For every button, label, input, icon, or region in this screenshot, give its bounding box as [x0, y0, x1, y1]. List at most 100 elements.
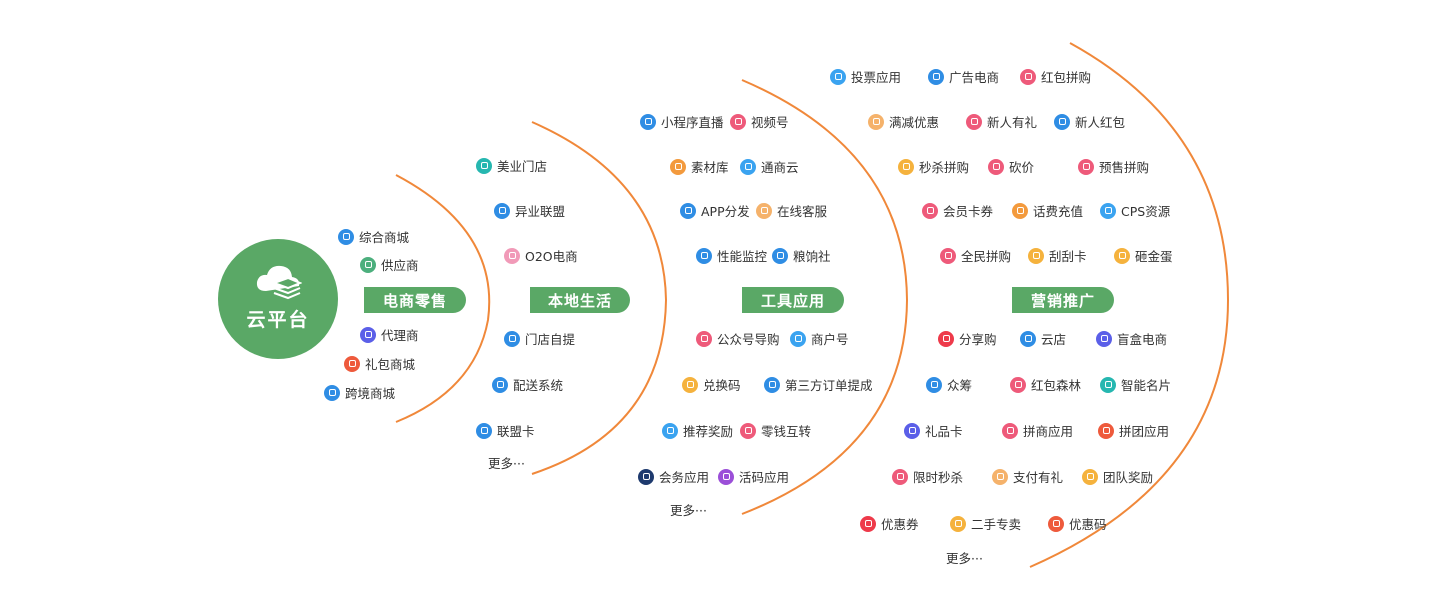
feature-item[interactable]: 分享购 [938, 329, 997, 348]
feature-item[interactable]: 礼包商城 [344, 354, 415, 373]
feature-item[interactable]: 会员卡券 [922, 201, 993, 220]
feature-item[interactable]: 代理商 [360, 325, 419, 344]
feature-item-label: 话费充值 [1033, 204, 1084, 219]
more-link-tools[interactable]: 更多··· [670, 503, 707, 518]
feature-item-label: 支付有礼 [1013, 470, 1064, 485]
feature-item[interactable]: 秒杀拼购 [898, 157, 969, 176]
feature-item[interactable]: 话费充值 [1012, 201, 1083, 220]
feature-item-label: 刮刮卡 [1049, 249, 1087, 264]
feature-item[interactable]: 全民拼购 [940, 246, 1011, 265]
feature-item-label: 素材库 [691, 160, 729, 175]
feature-item[interactable]: 视频号 [730, 112, 789, 131]
feature-item[interactable]: 二手专卖 [950, 514, 1021, 533]
feature-item[interactable]: 兑换码 [682, 375, 741, 394]
pay-icon [992, 468, 1008, 485]
cps-icon [1100, 202, 1116, 219]
feature-item[interactable]: 在线客服 [756, 201, 827, 220]
feature-item[interactable]: 红包拼购 [1020, 67, 1091, 86]
feature-item-label: 配送系统 [513, 378, 564, 393]
feature-item-label: 第三方订单提成 [785, 378, 873, 393]
feature-item[interactable]: 跨境商城 [324, 383, 395, 402]
feature-item[interactable]: 新人有礼 [966, 112, 1037, 131]
feature-item[interactable]: 综合商城 [338, 227, 409, 246]
folder-icon [670, 158, 686, 175]
monitor-icon [696, 247, 712, 264]
feature-item[interactable]: 礼品卡 [904, 421, 963, 440]
feature-item[interactable]: 素材库 [670, 157, 729, 176]
feature-item-label: 小程序直播 [661, 115, 724, 130]
forest-icon [1010, 376, 1026, 393]
blind-box-icon [1096, 330, 1112, 347]
feature-item[interactable]: 通商云 [740, 157, 799, 176]
feature-item[interactable]: 美业门店 [476, 156, 547, 175]
cross-border-icon [324, 384, 340, 401]
app-icon [680, 202, 696, 219]
vote-icon [830, 68, 846, 85]
feature-item[interactable]: 拼商应用 [1002, 421, 1073, 440]
feature-item[interactable]: 商户号 [790, 329, 849, 348]
cloud-store-icon [1020, 330, 1036, 347]
feature-item-label: 盲盒电商 [1117, 332, 1168, 347]
qrcode-icon [718, 468, 734, 485]
feature-item[interactable]: 小程序直播 [640, 112, 724, 131]
feature-item[interactable]: APP分发 [680, 201, 750, 220]
feature-item[interactable]: 刮刮卡 [1028, 246, 1087, 265]
feature-item[interactable]: 性能监控 [696, 246, 767, 265]
feature-item[interactable]: 供应商 [360, 255, 419, 274]
feature-item[interactable]: O2O电商 [504, 246, 578, 265]
feature-item[interactable]: 异业联盟 [494, 201, 565, 220]
feature-item[interactable]: 粮饷社 [772, 246, 831, 265]
feature-item[interactable]: 智能名片 [1100, 375, 1171, 394]
feature-item[interactable]: 支付有礼 [992, 467, 1063, 486]
feature-item-label: 在线客服 [777, 204, 828, 219]
feature-item[interactable]: 拼团应用 [1098, 421, 1169, 440]
feature-item[interactable]: 红包森林 [1010, 375, 1081, 394]
feature-item-label: 秒杀拼购 [919, 160, 970, 175]
feature-item-label: 分享购 [959, 332, 997, 347]
wechat-icon [696, 330, 712, 347]
feature-item-label: 优惠码 [1069, 517, 1107, 532]
feature-item[interactable]: 广告电商 [928, 67, 999, 86]
feature-item[interactable]: 第三方订单提成 [764, 375, 873, 394]
feature-item[interactable]: 预售拼购 [1078, 157, 1149, 176]
feature-item-label: 公众号导购 [717, 332, 780, 347]
feature-item[interactable]: 新人红包 [1054, 112, 1125, 131]
feature-item[interactable]: 众筹 [926, 375, 972, 394]
feature-item[interactable]: 配送系统 [492, 375, 563, 394]
more-link-marketing[interactable]: 更多··· [946, 551, 983, 566]
feature-item[interactable]: 活码应用 [718, 467, 789, 486]
feature-item[interactable]: 优惠码 [1048, 514, 1107, 533]
feature-item[interactable]: 盲盒电商 [1096, 329, 1167, 348]
service-icon [756, 202, 772, 219]
feature-item[interactable]: 会务应用 [638, 467, 709, 486]
feature-item-label: 全民拼购 [961, 249, 1012, 264]
secondhand-icon [950, 515, 966, 532]
more-link-local-life[interactable]: 更多··· [488, 456, 525, 471]
feature-item[interactable]: 推荐奖励 [662, 421, 733, 440]
section-label-local-life: 本地生活 [530, 287, 630, 313]
feature-item[interactable]: 优惠券 [860, 514, 919, 533]
feature-item-label: 异业联盟 [515, 204, 566, 219]
feature-item-label: 二手专卖 [971, 517, 1022, 532]
feature-item[interactable]: 公众号导购 [696, 329, 780, 348]
pickup-icon [504, 330, 520, 347]
feature-item[interactable]: 砸金蛋 [1114, 246, 1173, 265]
feature-item[interactable]: 投票应用 [830, 67, 901, 86]
feature-item[interactable]: 限时秒杀 [892, 467, 963, 486]
feature-item[interactable]: CPS资源 [1100, 201, 1170, 220]
feature-item[interactable]: 联盟卡 [476, 421, 535, 440]
feature-item[interactable]: 云店 [1020, 329, 1066, 348]
alliance-icon [494, 202, 510, 219]
crowdfund-icon [926, 376, 942, 393]
phone-icon [1012, 202, 1028, 219]
feature-item-label: 商户号 [811, 332, 849, 347]
gift-pack-icon [344, 355, 360, 372]
arc-marketing [1029, 42, 1230, 568]
feature-item-label: 会员卡券 [943, 204, 994, 219]
feature-item[interactable]: 零钱互转 [740, 421, 811, 440]
feature-item[interactable]: 满减优惠 [868, 112, 939, 131]
feature-item[interactable]: 砍价 [988, 157, 1034, 176]
feature-item[interactable]: 团队奖励 [1082, 467, 1153, 486]
feature-item[interactable]: 门店自提 [504, 329, 575, 348]
